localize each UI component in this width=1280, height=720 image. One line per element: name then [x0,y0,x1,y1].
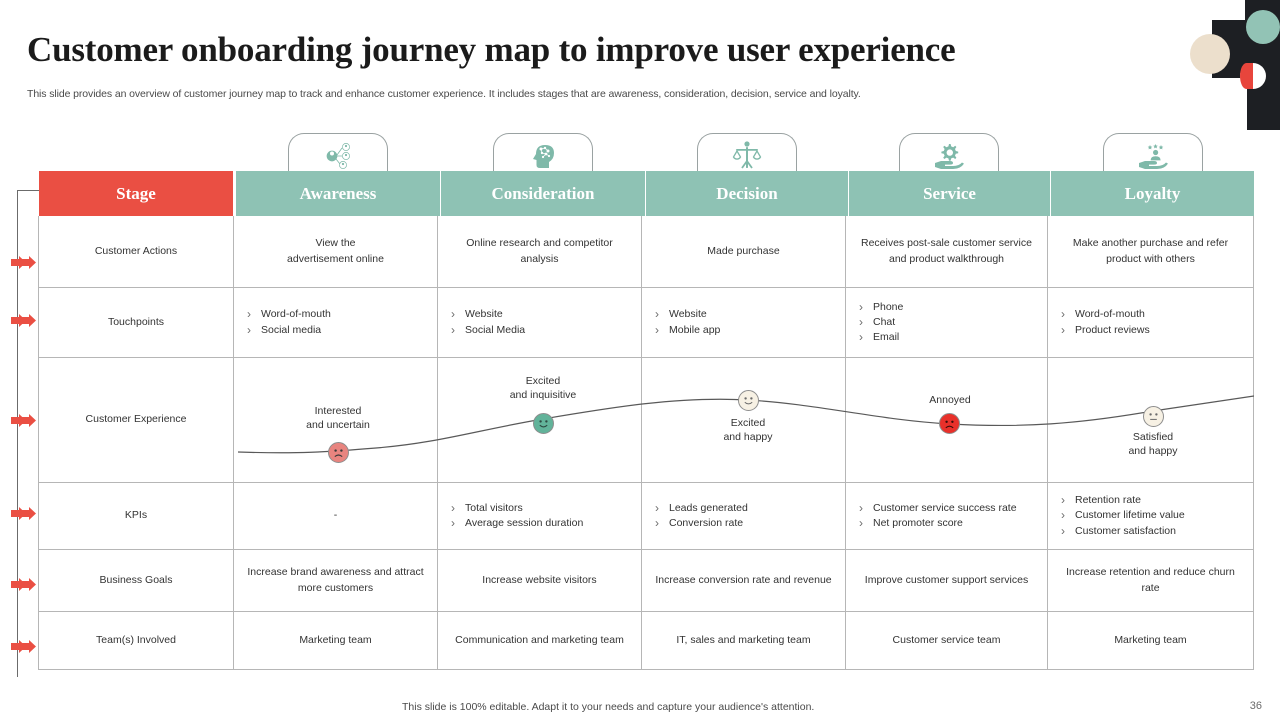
gear-in-hand-icon [932,141,966,171]
list-item: Product reviews [1058,321,1150,339]
cell-loyalty: Make another purchase and refer product … [1048,216,1254,287]
list-item: Website [652,306,720,324]
cell-consideration: WebsiteSocial Media [448,306,525,339]
stage-cap-loyalty [1103,133,1203,178]
cell-service: PhoneChatEmail [856,299,903,347]
rail-connector [17,190,39,191]
page-subtitle: This slide provides an overview of custo… [27,88,861,100]
stage-header-loyalty[interactable]: Loyalty [1051,171,1254,216]
list-item: Conversion rate [652,515,748,533]
list-item: Chat [856,314,903,332]
list-item: Customer satisfaction [1058,523,1185,541]
list-item: Social Media [448,321,525,339]
row-label: Touchpoints [38,288,234,357]
left-rail-line [17,190,18,677]
row-marker-arrow [11,313,37,328]
row-label: Team(s) Involved [38,612,234,669]
stage-header-decision[interactable]: Decision [646,171,848,216]
list-item: Word-of-mouth [244,306,331,324]
list-item: Word-of-mouth [1058,306,1150,324]
stage-header-stage[interactable]: Stage [39,171,233,216]
cell-loyalty: Marketing team [1048,612,1254,669]
balance-scale-person-icon [731,140,763,172]
network-people-icon [321,141,355,171]
list-item: Email [856,329,903,347]
cell-loyalty: Increase retention and reduce churn rate [1048,550,1254,611]
row-marker-arrow [11,413,37,428]
cell-decision: WebsiteMobile app [652,306,720,339]
cell-loyalty: Retention rateCustomer lifetime valueCus… [1058,492,1185,541]
row-marker-arrow [11,577,37,592]
table-row: Business Goals Increase brand awareness … [38,550,1254,612]
row-marker-arrow [11,506,37,521]
cell-awareness: Word-of-mouthSocial media [244,306,331,339]
cell-service: Customer service success rateNet promote… [856,500,1017,533]
cell-consideration: Total visitorsAverage session duration [448,500,583,533]
list-item: Customer service success rate [856,500,1017,518]
row-marker-arrow [11,639,37,654]
list-item: Net promoter score [856,515,1017,533]
list-item: - [333,509,338,522]
list-item: Leads generated [652,500,748,518]
list-item: Mobile app [652,321,720,339]
cell-loyalty: Word-of-mouthProduct reviews [1058,306,1150,339]
list-item: Total visitors [448,500,583,518]
cell-service: Improve customer support services [846,550,1048,611]
cell-awareness: Increase brand awareness and attract mor… [234,550,438,611]
page-number: 36 [1249,700,1262,712]
stage-cap-consideration [493,133,593,178]
head-thinking-icon [527,141,559,171]
table-row: Touchpoints Word-of-mouthSocial media We… [38,288,1254,358]
cell-decision: IT, sales and marketing team [642,612,846,669]
stage-header-service[interactable]: Service [849,171,1050,216]
decorative-corner-graphic [1184,0,1280,130]
list-item: Website [448,306,525,324]
stage-cap-service [899,133,999,178]
stage-header-awareness[interactable]: Awareness [236,171,440,216]
cell-awareness: Marketing team [234,612,438,669]
cell-service: Receives post-sale customer service and … [846,216,1048,287]
table-row: Team(s) Involved Marketing team Communic… [38,612,1254,670]
row-label: Customer Experience [38,358,234,482]
cell-consideration: Online research and competitor analysis [438,216,642,287]
row-marker-arrow [11,255,37,270]
stage-cap-decision [697,133,797,178]
table-row: KPIs - Total visitorsAverage session dur… [38,483,1254,550]
row-label: KPIs [38,483,234,549]
list-item: Retention rate [1058,492,1185,510]
page-title: Customer onboarding journey map to impro… [27,30,956,69]
cell-decision: Increase conversion rate and revenue [642,550,846,611]
cell-decision: Leads generatedConversion rate [652,500,748,533]
list-item: Social media [244,321,331,339]
cell-consideration: Communication and marketing team [438,612,642,669]
stage-cap-awareness [288,133,388,178]
row-label: Business Goals [38,550,234,611]
cell-consideration: Increase website visitors [438,550,642,611]
list-item: Customer lifetime value [1058,507,1185,525]
row-label: Customer Actions [38,216,234,287]
list-item: Phone [856,299,903,317]
cell-decision: Made purchase [642,216,846,287]
cell-service: Customer service team [846,612,1048,669]
list-item: Average session duration [448,515,583,533]
person-in-hand-stars-icon [1136,141,1170,171]
cell-awareness: - [334,508,338,523]
footer-note: This slide is 100% editable. Adapt it to… [402,701,815,713]
stage-header-consideration[interactable]: Consideration [441,171,645,216]
